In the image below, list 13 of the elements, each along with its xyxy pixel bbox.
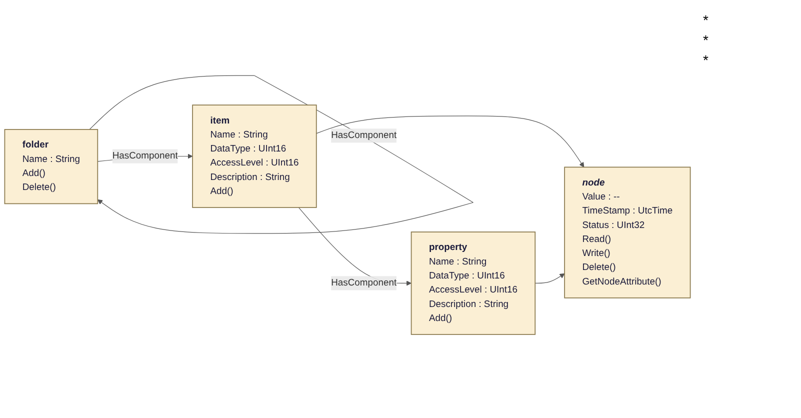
node-box: property Name : String DataType : UInt16 AccessLevel : UInt16 Description : String Add() [410,232,536,335]
edge-label: HasComponent [331,130,397,140]
arrow [89,75,474,234]
arrow [534,273,565,284]
multiplicity-mark: * [703,32,710,48]
arrow [316,116,584,168]
edge-label: HasComponent [331,278,397,288]
node-box: folder Name : String Add() Delete() [4,129,98,204]
node-box: item Name : String DataType : UInt16 AccessLevel : UInt16 Description : String Add() [192,104,317,208]
multiplicity-mark: * [703,12,710,28]
edge-label: HasComponent [112,150,178,161]
node-box: node Value : -- TimeStamp : UtcTime Status : UInt32 Read() Write() Delete() GetNodeAttribute() [564,166,691,298]
multiplicity-mark: * [703,52,710,68]
